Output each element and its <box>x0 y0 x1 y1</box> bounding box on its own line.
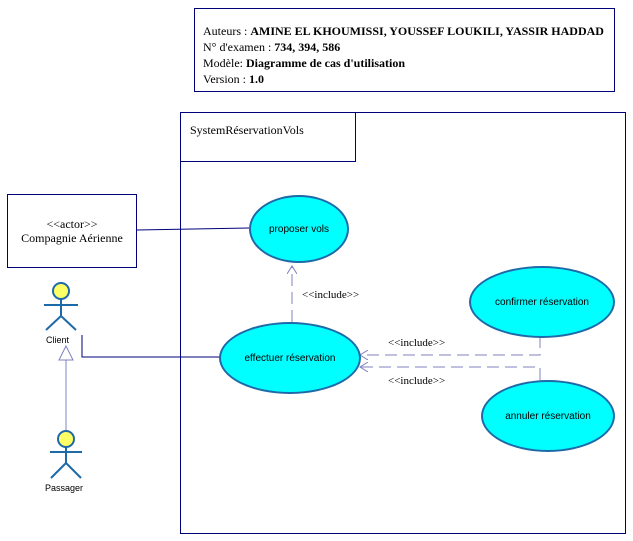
passager-actor-icon <box>50 430 82 479</box>
include-confirmer-effectuer <box>360 336 541 355</box>
include-label-annuler: <<include>> <box>388 375 446 387</box>
usecase-confirmer-reservation[interactable]: confirmer réservation <box>469 266 615 338</box>
system-title: SystemRéservationVols <box>180 112 356 162</box>
association-client-effectuer <box>81 335 222 358</box>
usecase-annuler-reservation[interactable]: annuler réservation <box>481 380 615 452</box>
diagram-info-note: Auteurs : AMINE EL KHOUMISSI, YOUSSEF LO… <box>194 8 615 92</box>
association-compagnie-proposer <box>136 227 250 231</box>
include-label-proposer: <<include>> <box>302 289 360 301</box>
model-line: Modèle: Diagramme de cas d'utilisation <box>203 56 405 70</box>
model-value: Diagramme de cas d'utilisation <box>246 56 405 70</box>
generalization-arrowhead <box>58 344 74 361</box>
client-actor-icon <box>44 282 78 331</box>
exam-value: 734, 394, 586 <box>274 40 341 54</box>
actor-compagnie[interactable]: <<actor>> Compagnie Aérienne <box>7 194 137 268</box>
version-line: Version : 1.0 <box>203 72 264 86</box>
version-value: 1.0 <box>249 72 264 86</box>
exam-line: N° d'examen : 734, 394, 586 <box>203 40 341 54</box>
actor-compagnie-name: Compagnie Aérienne <box>21 231 123 245</box>
include-annuler-effectuer <box>360 367 541 380</box>
system-boundary <box>180 112 626 534</box>
include-label-confirmer: <<include>> <box>388 337 446 349</box>
actor-stereotype: <<actor>> <box>46 217 98 231</box>
authors-value: AMINE EL KHOUMISSI, YOUSSEF LOUKILI, YAS… <box>250 24 604 38</box>
authors-line: Auteurs : AMINE EL KHOUMISSI, YOUSSEF LO… <box>203 24 604 38</box>
client-label: Client <box>46 335 70 345</box>
usecase-effectuer-reservation[interactable]: effectuer réservation <box>219 322 361 394</box>
passager-label: Passager <box>45 483 84 493</box>
usecase-proposer-vols[interactable]: proposer vols <box>249 195 349 263</box>
